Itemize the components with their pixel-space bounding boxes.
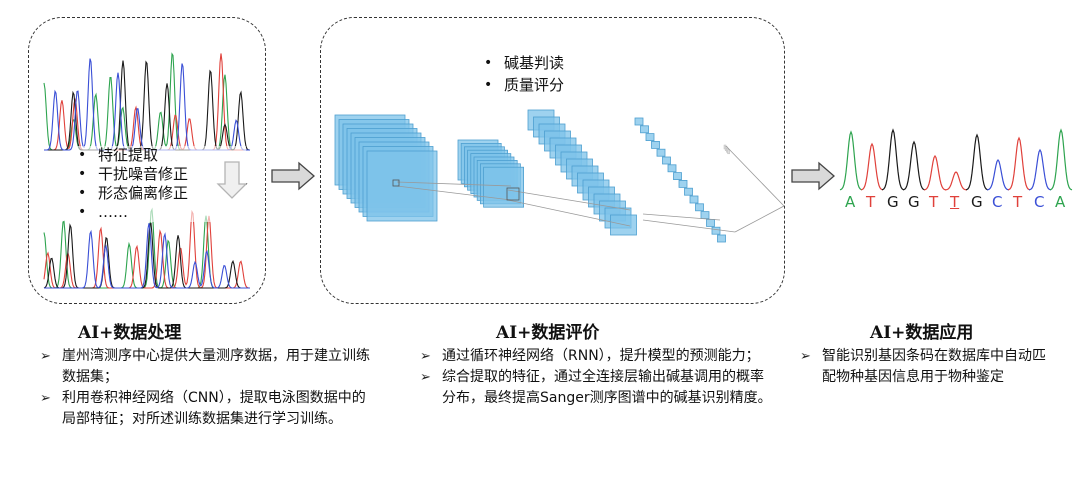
trace-peak <box>839 130 863 191</box>
feature-map <box>662 156 671 165</box>
trace-peak <box>1007 136 1031 191</box>
chromatogram-traces <box>43 52 1073 289</box>
trace-peak <box>1049 128 1073 191</box>
base-letter: T <box>929 193 939 211</box>
feature-item: 碱基判读 <box>482 52 622 74</box>
right-description-list: 智能识别基因条码在数据库中自动匹配物种基因信息用于物种鉴定 <box>800 346 1055 388</box>
trace-peak <box>902 140 926 191</box>
base-letter: G <box>971 193 983 211</box>
feature-map <box>640 125 649 134</box>
connection-line <box>642 213 721 221</box>
base-letter: T <box>950 193 960 211</box>
feature-map <box>717 234 726 243</box>
trace-peak <box>944 171 968 191</box>
base-letter: G <box>887 193 899 211</box>
feature-item: 质量评分 <box>482 74 622 96</box>
right-panel-title: AI+数据应用 <box>870 323 974 343</box>
left-panel-title: AI+数据处理 <box>78 323 182 343</box>
trace-peak <box>1028 148 1052 191</box>
description-item: 综合提取的特征，通过全连接层输出碱基调用的概率分布，最终提高Sanger测序图谱… <box>420 367 775 409</box>
feature-map <box>684 187 693 196</box>
feature-item: 干扰噪音修正 <box>76 165 246 184</box>
description-item: 崖州湾测序中心提供大量测序数据，用于建立训练数据集； <box>40 346 370 388</box>
fc-unit <box>727 149 730 155</box>
base-letter: C <box>1034 193 1045 211</box>
feature-map <box>695 203 704 212</box>
cnn-layers <box>334 109 785 243</box>
base-letter: T <box>1013 193 1023 211</box>
base-letter: A <box>845 193 856 211</box>
feature-map <box>706 218 715 227</box>
feature-map <box>645 133 655 142</box>
connection-line <box>642 219 736 233</box>
middle-feature-list: 碱基判读 质量评分 <box>482 52 622 96</box>
left-description-list: 崖州湾测序中心提供大量测序数据，用于建立训练数据集； 利用卷积神经网络（CNN）… <box>40 346 370 430</box>
feature-map <box>366 150 438 222</box>
middle-panel-box <box>320 17 785 304</box>
right-arrow-icon <box>791 161 835 191</box>
connection-line <box>734 205 785 233</box>
feature-item: 形态偏离修正 <box>76 184 246 203</box>
feature-map <box>651 140 660 149</box>
trace-peak <box>986 158 1010 191</box>
connection-line <box>396 185 512 201</box>
feature-map <box>711 226 721 235</box>
trace-line <box>44 223 250 289</box>
feature-item: …… <box>76 203 246 222</box>
left-panel-box <box>28 17 266 304</box>
connection-line <box>725 145 785 207</box>
kernel-box <box>392 179 400 187</box>
feature-map <box>689 195 699 204</box>
feature-map <box>678 179 688 188</box>
connection-line <box>507 199 631 227</box>
connection-line <box>507 189 631 211</box>
base-letter: T <box>866 193 876 211</box>
middle-description-list: 通过循环神经网络（RNN），提升模型的预测能力； 综合提取的特征，通过全连接层输… <box>420 346 775 409</box>
feature-map <box>483 166 525 208</box>
feature-map <box>667 164 677 173</box>
trace-line <box>44 60 251 151</box>
trace-peak <box>860 142 884 191</box>
feature-map <box>634 117 644 126</box>
feature-map <box>656 148 666 157</box>
base-letter: C <box>992 193 1003 211</box>
feature-map <box>700 211 710 220</box>
right-arrow-icon <box>271 161 315 191</box>
kernel-box <box>506 187 520 201</box>
trace-peak <box>965 133 989 191</box>
left-feature-list: 特征提取 干扰噪音修正 形态偏离修正 …… <box>76 146 246 222</box>
description-item: 智能识别基因条码在数据库中自动匹配物种基因信息用于物种鉴定 <box>800 346 1055 388</box>
description-item: 通过循环神经网络（RNN），提升模型的预测能力； <box>420 346 775 367</box>
base-letter: A <box>1055 193 1066 211</box>
description-item: 利用卷积神经网络（CNN），提取电泳图数据中的局部特征；对所述训练数据集进行学习… <box>40 388 370 430</box>
feature-map <box>673 172 682 181</box>
middle-panel-title: AI+数据评价 <box>496 323 600 343</box>
connection-line <box>396 181 512 187</box>
feature-item: 特征提取 <box>76 146 246 165</box>
trace-peak <box>923 154 947 191</box>
trace-peak <box>881 128 905 191</box>
base-letter: G <box>908 193 920 211</box>
